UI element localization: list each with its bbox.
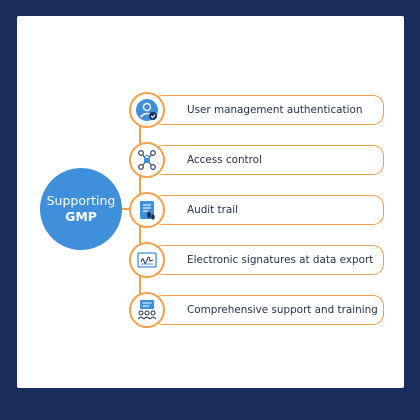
user-check-icon — [129, 92, 165, 128]
audit-document-icon — [129, 192, 165, 228]
item-label: Audit trail — [187, 204, 239, 216]
access-network-icon — [129, 142, 165, 178]
item-support-training: Comprehensive support and training — [152, 295, 384, 325]
item-label: Access control — [187, 154, 262, 166]
item-label: Comprehensive support and training — [187, 304, 378, 316]
item-label: User management authentication — [187, 104, 363, 116]
supporting-gmp-hub: Supporting GMP — [40, 168, 122, 250]
hub-title-line2: GMP — [65, 209, 97, 224]
item-label: Electronic signatures at data export — [187, 254, 374, 266]
item-access-control: Access control — [152, 145, 384, 175]
item-audit-trail: Audit trail — [152, 195, 384, 225]
item-electronic-signatures: Electronic signatures at data export — [152, 245, 384, 275]
signature-icon — [129, 242, 165, 278]
hub-title-line1: Supporting — [46, 193, 116, 208]
training-group-icon — [129, 292, 165, 328]
item-user-management: User management authentication — [152, 95, 384, 125]
